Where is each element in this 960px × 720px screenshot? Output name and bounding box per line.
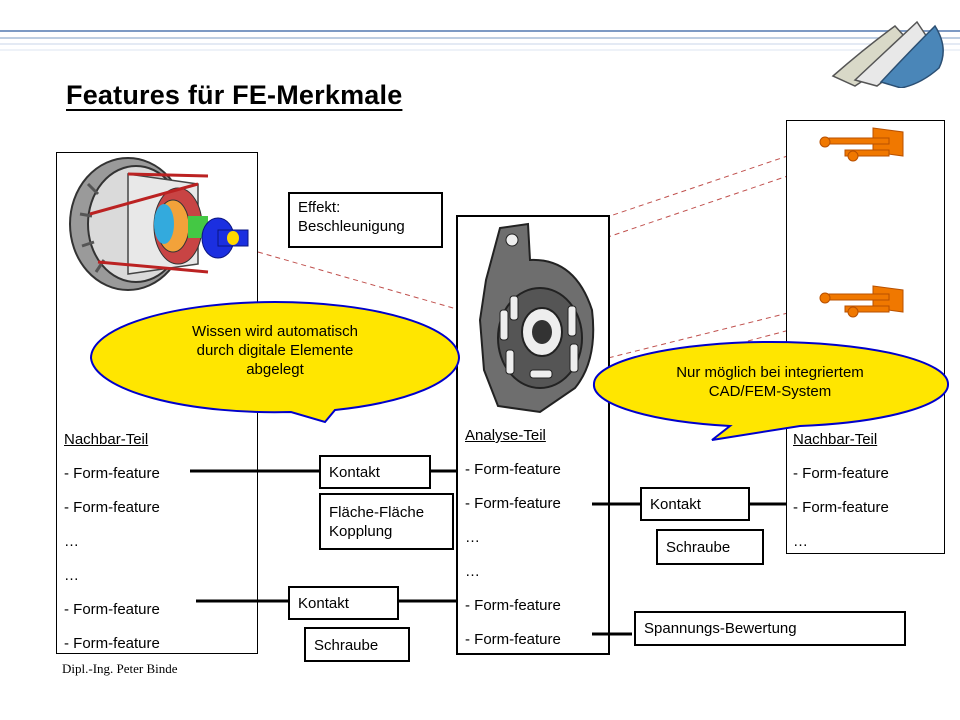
left-item: … — [64, 567, 79, 584]
stress-evaluation-label: Spannungs-Bewertung — [644, 620, 797, 637]
right-item: - Form-feature — [793, 465, 889, 482]
left-item: - Form-feature — [64, 601, 160, 618]
callout-left-line: Wissen wird automatisch — [192, 323, 358, 340]
right-item: … — [793, 533, 808, 550]
surface-coupling-box: Fläche-Fläche Kopplung — [319, 493, 454, 550]
left-item: - Form-feature — [64, 635, 160, 652]
stress-evaluation-box: Spannungs-Bewertung — [634, 611, 906, 646]
contact-label: Kontakt — [650, 496, 701, 513]
right-item: - Form-feature — [793, 499, 889, 516]
right-heading: Nachbar-Teil — [793, 431, 878, 448]
callout-right-line: CAD/FEM-System — [708, 383, 832, 400]
footer-author: Dipl.-Ing. Peter Binde — [62, 661, 178, 676]
callout-left-line: abgelegt — [246, 361, 304, 378]
screw-box-right: Schraube — [656, 529, 764, 565]
center-item: - Form-feature — [465, 597, 561, 614]
left-feature-list: Nachbar-Teil - Form-feature - Form-featu… — [64, 423, 160, 661]
center-heading: Analyse-Teil — [465, 427, 546, 444]
screw-box-left: Schraube — [304, 627, 410, 662]
callout-right-shape — [592, 341, 950, 441]
right-feature-list: Nachbar-Teil - Form-feature - Form-featu… — [793, 423, 889, 559]
contact-box-top-left: Kontakt — [319, 455, 431, 489]
contact-box-bottom-left: Kontakt — [288, 586, 399, 620]
callout-right-text: Nur möglich bei integriertem CAD/FEM-Sys… — [620, 363, 920, 401]
housing-image — [478, 222, 595, 414]
alternator-image — [69, 157, 249, 291]
callout-right-line: Nur möglich bei integriertem — [676, 364, 864, 381]
header-lines — [0, 30, 960, 51]
screw-label: Schraube — [666, 539, 731, 556]
contact-label: Kontakt — [298, 595, 349, 612]
left-item: … — [64, 533, 79, 550]
surface-coupling-line1: Fläche-Fläche — [329, 504, 425, 521]
left-item: - Form-feature — [64, 465, 160, 482]
callout-left-line: durch digitale Elemente — [196, 342, 354, 359]
right-part-column — [786, 120, 945, 554]
surface-coupling-line2: Kopplung — [329, 523, 393, 540]
contact-box-right: Kontakt — [640, 487, 750, 521]
callout-left-shape — [89, 301, 461, 424]
center-item: - Form-feature — [465, 495, 561, 512]
left-heading: Nachbar-Teil — [64, 431, 149, 448]
contact-label: Kontakt — [329, 464, 380, 481]
center-feature-list: Analyse-Teil - Form-feature - Form-featu… — [465, 419, 561, 657]
center-item: - Form-feature — [465, 461, 561, 478]
effect-value: Beschleunigung — [298, 218, 405, 235]
page-title: Features für FE-Merkmale — [66, 80, 403, 110]
center-item: … — [465, 529, 480, 546]
effect-box: Effekt: Beschleunigung — [288, 192, 443, 248]
left-item: - Form-feature — [64, 499, 160, 516]
center-item: … — [465, 563, 480, 580]
bracket-image-top — [819, 127, 904, 162]
bracket-image-bottom — [819, 285, 904, 318]
callout-left-text: Wissen wird automatisch durch digitale E… — [140, 322, 410, 379]
screw-label: Schraube — [314, 637, 379, 654]
effect-label: Effekt: — [298, 199, 341, 216]
logo — [831, 20, 944, 88]
center-item: - Form-feature — [465, 631, 561, 648]
